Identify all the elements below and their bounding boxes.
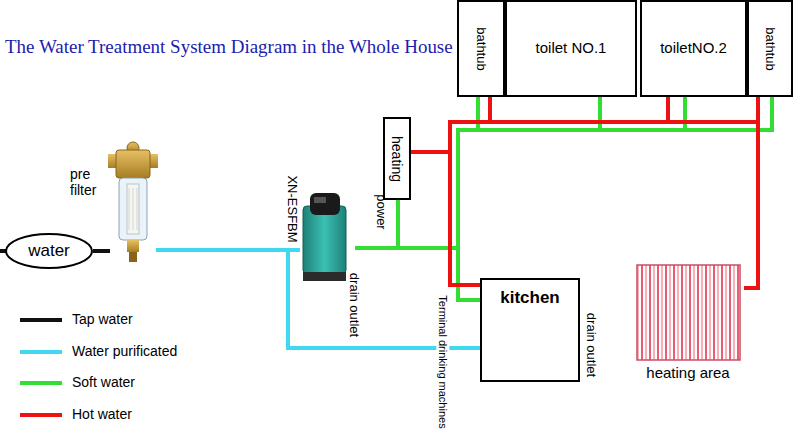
pipe-line xyxy=(411,97,758,152)
legend-swatch xyxy=(20,350,62,354)
legend-label: Tap water xyxy=(72,311,133,327)
node-label: bathtub xyxy=(763,27,778,70)
heating-panel xyxy=(637,265,740,360)
pipe xyxy=(93,251,110,252)
node-label: toiletNO.2 xyxy=(660,39,727,56)
bathtub-box: bathtub xyxy=(457,0,505,97)
pipe-line xyxy=(411,122,758,288)
heating-area: heating area xyxy=(632,265,744,383)
pipe xyxy=(355,97,772,248)
pipe xyxy=(411,122,758,288)
pipe xyxy=(411,97,758,152)
softener-figure xyxy=(303,193,346,281)
machine-label: Terminal drinking machines xyxy=(437,294,450,429)
pipe xyxy=(411,152,480,285)
power-label: power xyxy=(374,194,389,229)
legend-label: Soft water xyxy=(72,374,135,390)
node-label: pre filter xyxy=(70,166,108,198)
pipe xyxy=(156,250,480,348)
pre-filter-figure xyxy=(108,142,158,262)
drain-label: drain outlet xyxy=(347,273,362,337)
node-label: bathtub xyxy=(474,27,489,70)
heater-box: heating xyxy=(383,117,411,200)
pipe-line xyxy=(156,250,480,348)
legend-swatch xyxy=(20,381,62,385)
node-label: heating area xyxy=(646,364,729,381)
filter-unit: pre filter xyxy=(110,140,156,268)
pipe-line xyxy=(93,249,110,253)
toilet-box: toiletNO.2 xyxy=(640,0,747,97)
diagram-title: The Water Treatment System Diagram in th… xyxy=(5,36,453,58)
node-label: kitchen xyxy=(500,288,560,308)
legend-label: Water purificated xyxy=(72,343,177,359)
toilet-box: toilet NO.1 xyxy=(505,0,637,97)
softener-unit: XN-ESFBM xyxy=(300,190,355,282)
node-label: water xyxy=(28,241,70,261)
node-label: XN-ESFBM xyxy=(285,176,300,243)
drain-label: drain outlet xyxy=(584,313,599,377)
pipe-line xyxy=(355,97,685,248)
legend-label: Hot water xyxy=(72,406,132,422)
pipe-line xyxy=(355,97,772,248)
kitchen-box: kitchen xyxy=(480,278,580,382)
pipe-line xyxy=(411,152,480,285)
bathtub-box: bathtub xyxy=(747,0,793,97)
node-label: heating xyxy=(389,136,405,182)
pipe xyxy=(355,97,600,248)
legend-swatch xyxy=(20,318,62,322)
legend-swatch xyxy=(20,413,62,417)
pipe xyxy=(355,97,685,248)
pipe-line xyxy=(355,248,480,300)
node-label: toilet NO.1 xyxy=(536,39,607,56)
pipe-line xyxy=(355,97,600,248)
pipe xyxy=(355,248,480,300)
source-ellipse: water xyxy=(5,233,93,269)
